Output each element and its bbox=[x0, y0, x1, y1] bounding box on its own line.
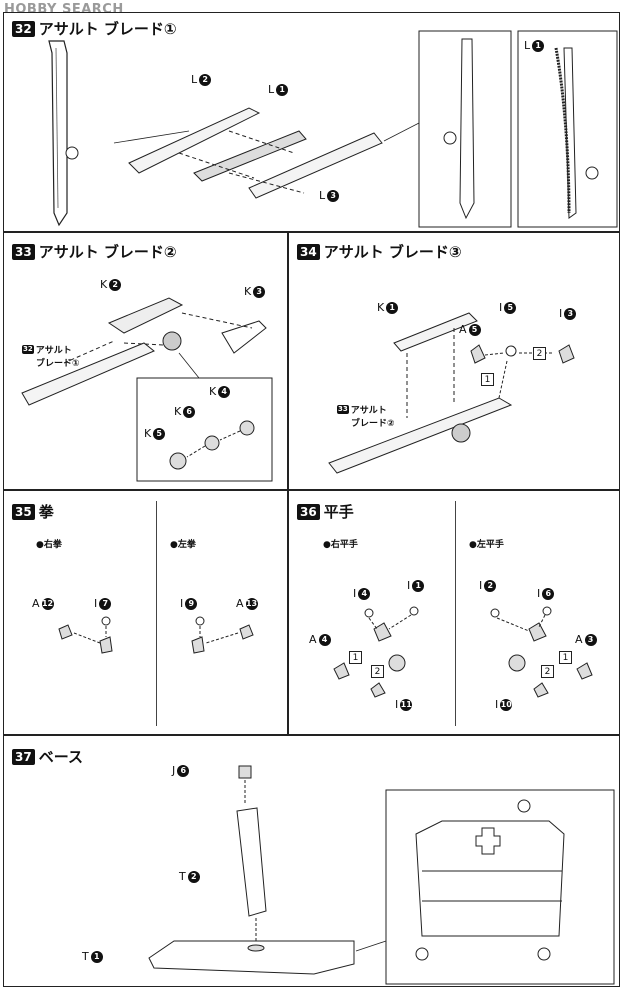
step-35-header: 35 拳 bbox=[12, 501, 54, 522]
step-36-header: 36 平手 bbox=[297, 501, 354, 522]
fist-drawing bbox=[58, 616, 254, 654]
step-number: 34 bbox=[297, 243, 320, 260]
step-title: ベース bbox=[38, 748, 83, 766]
base-stand-drawing bbox=[148, 765, 615, 985]
step-box: 2 bbox=[371, 665, 384, 678]
blade-assembly-drawing bbox=[328, 312, 575, 474]
subtitle-right-fist: ●右拳 bbox=[36, 540, 62, 550]
step-box: 2 bbox=[533, 347, 546, 360]
subtitle-right-open-hand: ●右平手 bbox=[323, 540, 358, 550]
blade-vertical-drawing bbox=[48, 30, 618, 228]
step-box: 2 bbox=[541, 665, 554, 678]
step-title: アサルト ブレード① bbox=[38, 20, 177, 38]
open-hand-drawing bbox=[333, 606, 593, 698]
step-33-header: 33 アサルト ブレード② bbox=[12, 241, 177, 262]
step-number: 35 bbox=[12, 503, 35, 520]
step-title: 拳 bbox=[38, 503, 54, 521]
divider bbox=[455, 501, 456, 726]
step-number: 32 bbox=[12, 20, 35, 37]
step-34-header: 34 アサルト ブレード③ bbox=[297, 241, 462, 262]
step-number: 37 bbox=[12, 748, 35, 765]
blade-assembly-drawing bbox=[21, 297, 273, 482]
step-box: 1 bbox=[559, 651, 572, 664]
step-37-header: 37 ベース bbox=[12, 746, 83, 767]
divider bbox=[156, 501, 157, 726]
step-title: アサルト ブレード③ bbox=[323, 243, 462, 261]
step-number: 33 bbox=[12, 243, 35, 260]
subtitle-left-open-hand: ●左平手 bbox=[469, 540, 504, 550]
subtitle-left-fist: ●左拳 bbox=[170, 540, 196, 550]
step-number: 36 bbox=[297, 503, 320, 520]
step-box: 1 bbox=[481, 373, 494, 386]
step-title: アサルト ブレード② bbox=[38, 243, 177, 261]
step-32-header: 32 アサルト ブレード① bbox=[12, 18, 177, 39]
step-title: 平手 bbox=[323, 503, 354, 521]
step-box: 1 bbox=[349, 651, 362, 664]
